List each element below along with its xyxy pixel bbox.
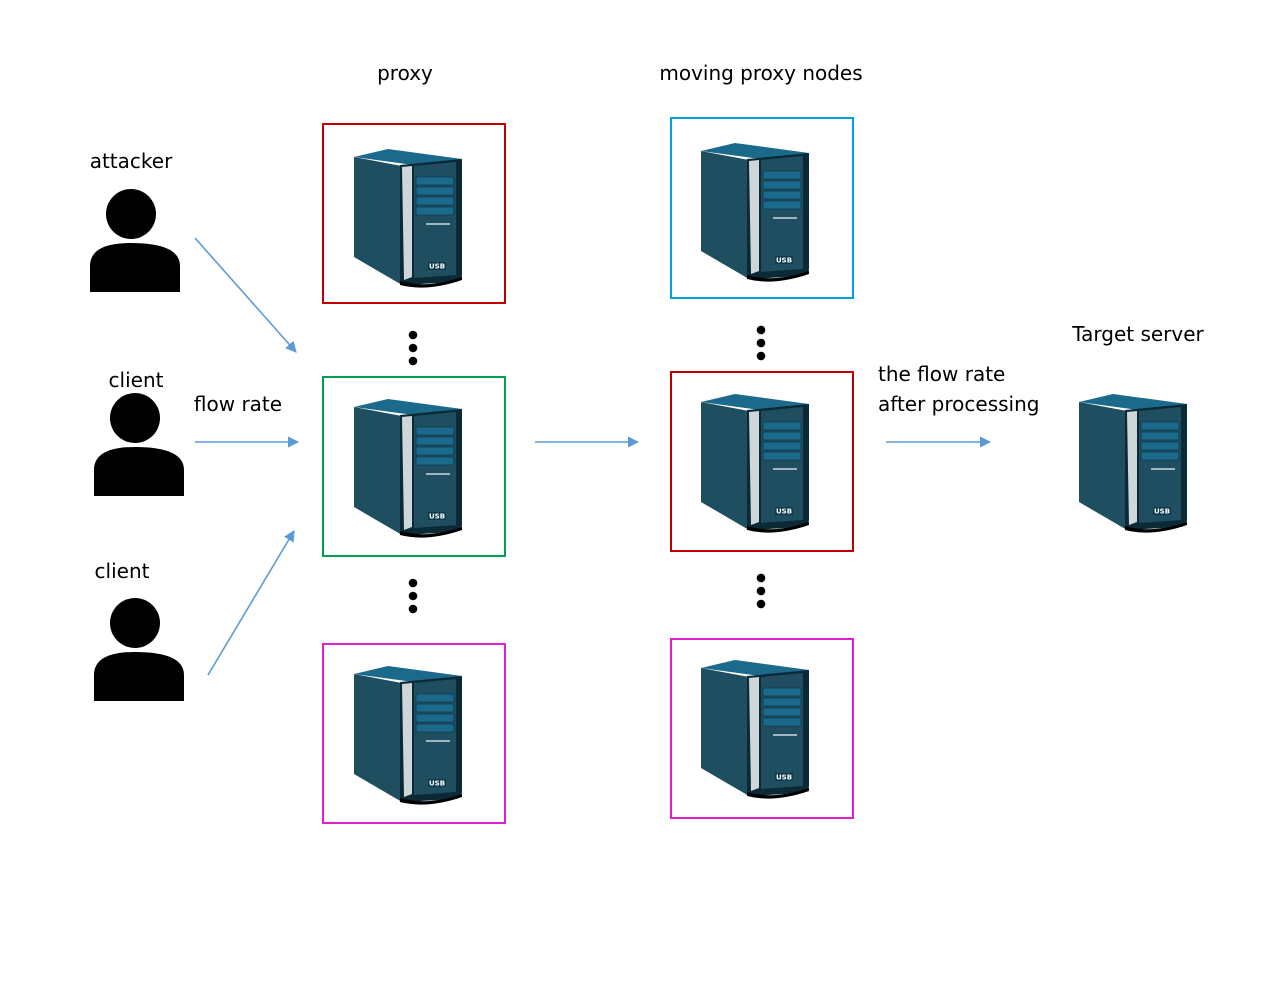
proxy-frame-green: [322, 376, 506, 557]
moving-server-icon-3: USB: [701, 660, 809, 799]
proxy-frame-magenta: [322, 643, 506, 824]
svg-text:USB: USB: [776, 257, 792, 265]
attacker-arrow: [194, 237, 297, 353]
proxy-server-icon-2: USB: [354, 399, 462, 538]
moving-server-icon-2: USB: [701, 394, 809, 533]
svg-text:USB: USB: [429, 780, 445, 788]
attacker-label: attacker: [90, 149, 173, 173]
client-label-2: client: [95, 559, 150, 583]
svg-text:USB: USB: [776, 774, 792, 782]
moving-frame-red: [670, 371, 854, 552]
client-arrow-2: [207, 530, 295, 676]
proxy-ellipsis-icon-1: [408, 330, 418, 366]
svg-text:USB: USB: [429, 513, 445, 521]
moving-ellipsis-icon-2: [756, 573, 766, 609]
client-person-icon-1: [94, 393, 184, 496]
proxy-server-icon-1: USB: [354, 149, 462, 288]
svg-text:USB: USB: [776, 508, 792, 516]
target-server-label: Target server: [1071, 322, 1204, 346]
svg-text:USB: USB: [429, 263, 445, 271]
proxy-frame-red: [322, 123, 506, 304]
moving-frame-magenta: [670, 638, 854, 819]
client-person-icon-2: [94, 598, 184, 701]
proxy-column-title: proxy: [377, 61, 433, 85]
target-server-icon: USB: [1079, 394, 1187, 533]
svg-text:USB: USB: [1154, 508, 1170, 516]
moving-server-icon-1: USB: [701, 143, 809, 282]
flow-rate-label: flow rate: [194, 392, 282, 416]
processed-flow-label-line2: after processing: [878, 392, 1039, 416]
proxy-ellipsis-icon-2: [408, 578, 418, 614]
moving-proxy-column-title: moving proxy nodes: [659, 61, 862, 85]
attacker-person-icon: [90, 189, 180, 292]
proxy-server-icon-3: USB: [354, 666, 462, 805]
client-label-1: client: [109, 368, 164, 392]
processed-flow-label-line1: the flow rate: [878, 362, 1005, 386]
moving-frame-blue: [670, 117, 854, 299]
moving-ellipsis-icon-1: [756, 325, 766, 361]
